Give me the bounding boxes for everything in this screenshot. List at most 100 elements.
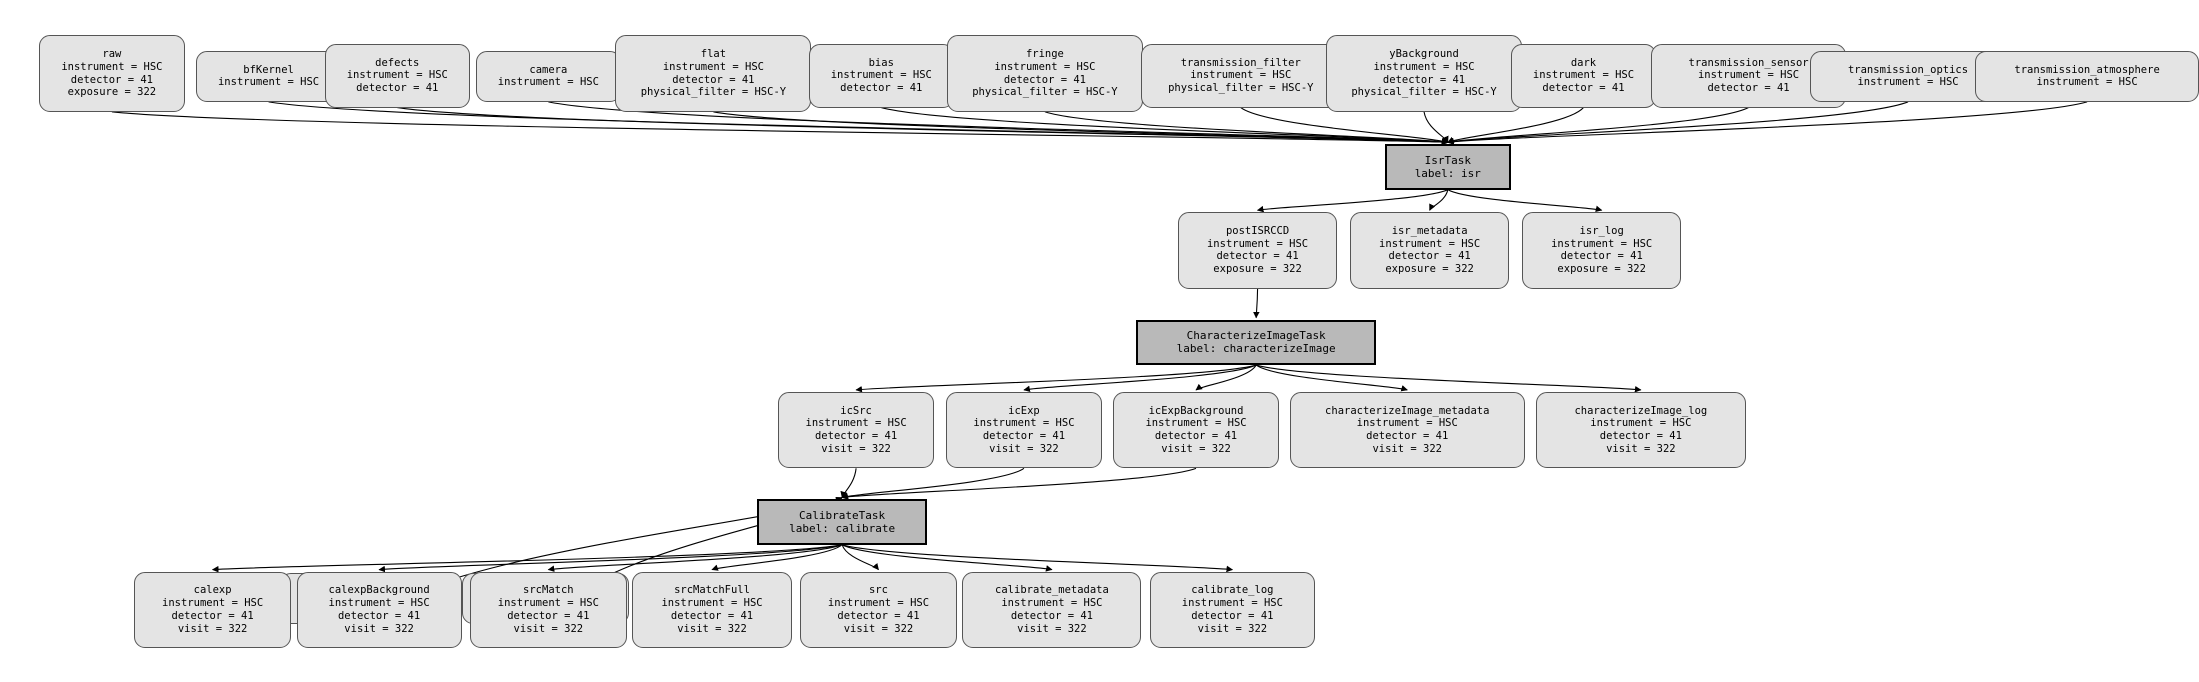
edge-IsrTask-to-isr_log bbox=[1447, 189, 1603, 213]
node-title: icExp bbox=[1008, 404, 1040, 417]
edge-CharacterizeImageTask-to-icExpBackground bbox=[1195, 364, 1257, 391]
node-title: src bbox=[868, 584, 888, 597]
node-detail-line: instrument = HSC bbox=[661, 597, 763, 610]
node-detail-line: instrument = HSC bbox=[2036, 76, 2138, 89]
node-detail-line: physical_filter = HSC-Y bbox=[972, 86, 1118, 99]
node-title: transmission_sensor bbox=[1688, 56, 1809, 69]
node-title: calexpBackground bbox=[328, 584, 430, 597]
edge-CalibrateTask-to-srcMatchFull bbox=[711, 544, 843, 571]
edge-raw-to-IsrTask bbox=[111, 111, 1449, 146]
node-title: bfKernel bbox=[243, 63, 294, 76]
node-detail-line: instrument = HSC bbox=[1206, 237, 1309, 250]
node-detail-line: detector = 41 bbox=[814, 430, 898, 443]
node-title: transmission_optics bbox=[1847, 63, 1969, 76]
node-detail-line: instrument = HSC bbox=[346, 69, 448, 82]
edge-CalibrateTask-to-calibrate_log bbox=[841, 544, 1234, 573]
node-detail-line: detector = 41 bbox=[507, 609, 590, 622]
edge-icExpBackground-to-CalibrateTask bbox=[841, 467, 1197, 500]
node-title: calibrate_metadata bbox=[995, 584, 1109, 597]
node-detail-line: visit = 322 bbox=[344, 622, 414, 635]
node-detail-line: visit = 322 bbox=[513, 622, 584, 635]
node-title: characterizeImage_metadata bbox=[1325, 404, 1490, 417]
node-detail-line: visit = 322 bbox=[989, 442, 1059, 455]
node-detail-line: physical_filter = HSC-Y bbox=[640, 86, 787, 99]
node-detail-line: detector = 41 bbox=[171, 609, 254, 622]
node-title: postISRCCD bbox=[1225, 224, 1290, 237]
edge-IsrTask-to-postISRCCD bbox=[1256, 189, 1449, 213]
node-title: raw bbox=[102, 47, 122, 60]
edge-yBackground-to-IsrTask bbox=[1423, 111, 1449, 143]
edge-transmission_atmosphere-to-IsrTask bbox=[1447, 101, 2088, 145]
edge-dark-to-IsrTask bbox=[1447, 107, 1584, 143]
edge-defects-to-IsrTask bbox=[397, 106, 1449, 146]
node-detail-line: exposure = 322 bbox=[1213, 263, 1302, 276]
node-detail-line: instrument = HSC bbox=[61, 60, 163, 73]
node-title: flat bbox=[700, 47, 727, 60]
node-detail-line: instrument = HSC bbox=[497, 76, 599, 89]
node-detail-line: instrument = HSC bbox=[497, 597, 599, 610]
graph-edges bbox=[111, 101, 2088, 625]
edge-CharacterizeImageTask-to-characterizeImage_log bbox=[1256, 364, 1642, 393]
node-detail-line: instrument = HSC bbox=[1145, 417, 1247, 430]
edge-CharacterizeImageTask-to-icExp bbox=[1023, 364, 1257, 393]
node-detail-line: visit = 322 bbox=[821, 442, 891, 455]
edge-postISRCCD-to-CharacterizeImageTask bbox=[1253, 288, 1260, 319]
edge-transmission_filter-to-IsrTask bbox=[1240, 107, 1449, 144]
node-title: isr_metadata bbox=[1391, 224, 1468, 237]
node-detail-line: exposure = 322 bbox=[67, 86, 157, 99]
node-title: fringe bbox=[1025, 47, 1064, 60]
node-detail-line: instrument = HSC bbox=[217, 76, 320, 89]
node-title: srcMatchFull bbox=[674, 584, 750, 597]
node-detail-line: detector = 41 bbox=[840, 82, 923, 95]
node-detail-line: exposure = 322 bbox=[1557, 263, 1646, 276]
node-title: transmission_filter bbox=[1180, 56, 1301, 69]
node-detail-line: instrument = HSC bbox=[1697, 69, 1800, 82]
edge-icSrc-to-CalibrateTask bbox=[840, 468, 857, 499]
node-detail-line: detector = 41 bbox=[982, 430, 1066, 443]
node-detail-line: instrument = HSC bbox=[973, 417, 1075, 430]
edge-IsrTask-to-isr_metadata bbox=[1429, 189, 1449, 211]
node-detail-line: instrument = HSC bbox=[1532, 69, 1635, 82]
node-detail-line: detector = 41 bbox=[1388, 250, 1471, 263]
node-detail-line: instrument = HSC bbox=[1551, 237, 1653, 250]
node-detail-line: instrument = HSC bbox=[1190, 69, 1292, 82]
edge-CalibrateTask-to-src bbox=[841, 544, 879, 571]
node-detail-line: detector = 41 bbox=[1599, 430, 1682, 443]
edge-CalibrateTask-to-calexpBackground bbox=[378, 544, 843, 573]
edge-CharacterizeImageTask-to-icSrc bbox=[855, 364, 1257, 393]
edge-CalibrateTask-to-srcMatch bbox=[547, 544, 843, 573]
node-detail-line: visit = 322 bbox=[177, 622, 248, 635]
node-detail-line: instrument = HSC bbox=[994, 60, 1096, 73]
edge-CalibrateTask-to-calibrate_metadata bbox=[841, 544, 1053, 572]
node-title: bias bbox=[868, 56, 894, 69]
